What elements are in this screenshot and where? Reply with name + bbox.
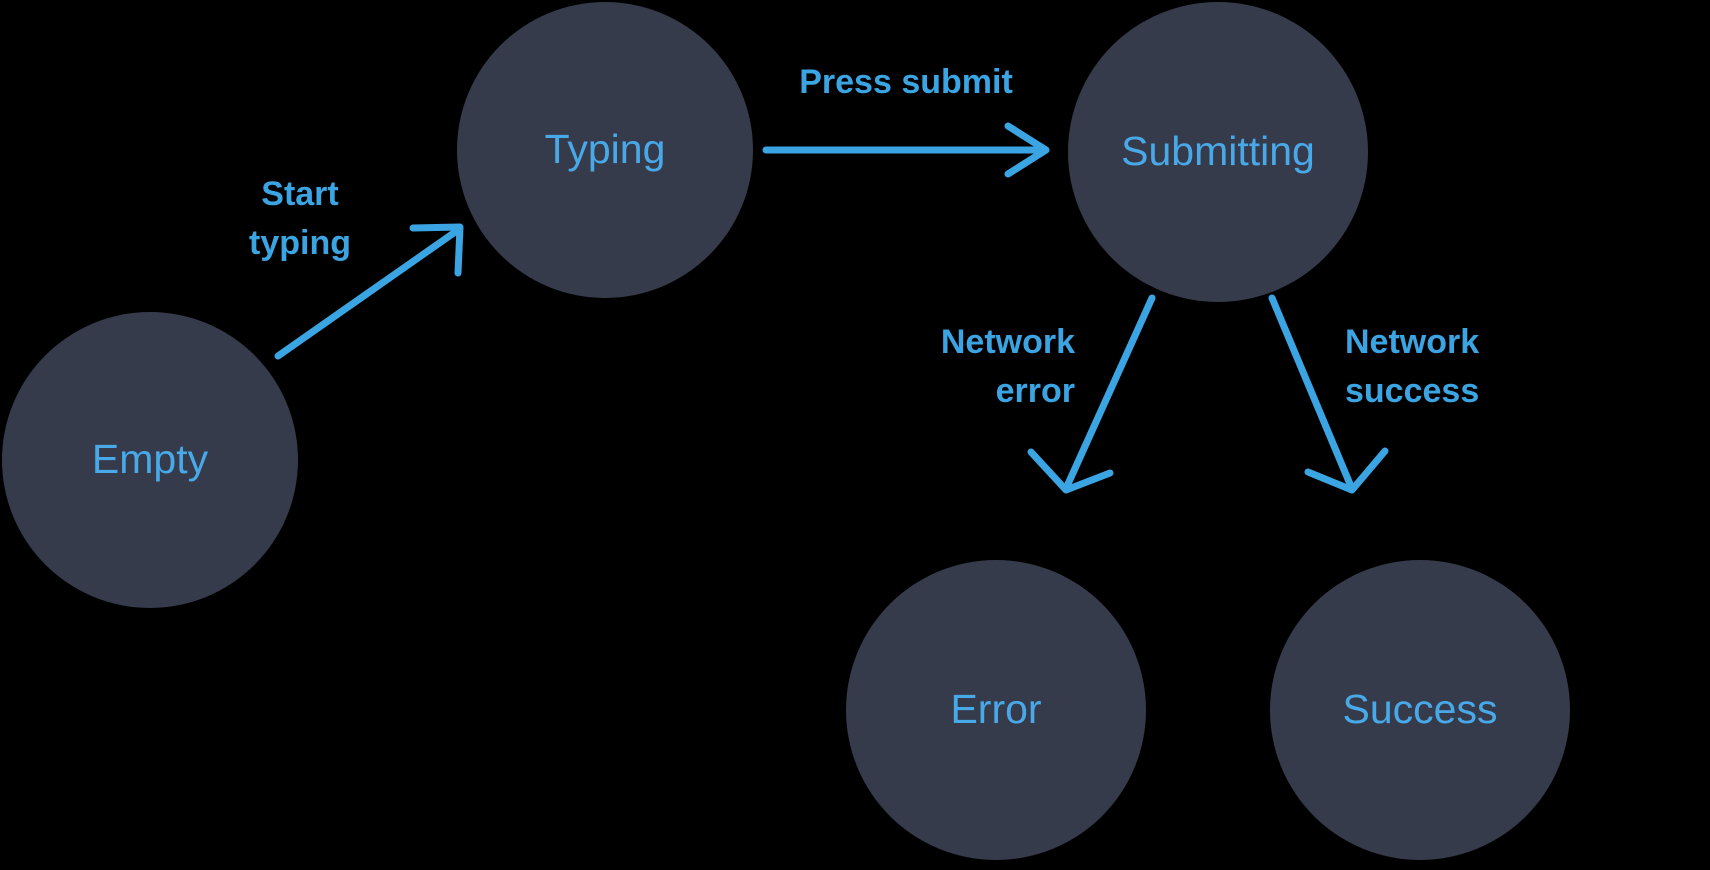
edge-line xyxy=(274,226,462,360)
edge-label-line: Start xyxy=(261,175,338,213)
arrowhead-icon xyxy=(1304,447,1389,494)
node-label-error: Error xyxy=(950,686,1041,732)
edge-line xyxy=(1268,294,1354,488)
node-circle-success[interactable] xyxy=(1270,560,1570,860)
node-label-success: Success xyxy=(1343,686,1498,732)
arrowhead-icon xyxy=(1027,448,1114,494)
node-success[interactable]: Success xyxy=(1270,560,1570,860)
edge-label-submitting-to-success: Network success xyxy=(1345,323,1479,410)
node-submitting[interactable]: Submitting xyxy=(1068,2,1368,302)
edge-label-empty-to-typing: Start typing xyxy=(249,175,351,262)
node-error[interactable]: Error xyxy=(846,560,1146,860)
node-typing[interactable]: Typing xyxy=(457,2,753,298)
edge-label-line: error xyxy=(996,372,1075,410)
edge-line xyxy=(1064,294,1156,488)
edge-label-submitting-to-error: Network error xyxy=(941,323,1075,410)
node-empty[interactable]: Empty xyxy=(2,312,298,608)
arrowhead-icon xyxy=(1004,122,1050,178)
arrowhead-icon xyxy=(409,223,464,277)
edge-empty-to-typing xyxy=(274,223,464,360)
node-label-typing: Typing xyxy=(545,126,666,172)
edge-submitting-to-error xyxy=(1027,294,1156,494)
edge-label-typing-to-submitting: Press submit xyxy=(799,63,1013,101)
edge-label-line: typing xyxy=(249,224,351,262)
node-label-submitting: Submitting xyxy=(1121,128,1315,174)
edge-typing-to-submitting xyxy=(762,122,1050,178)
edge-label-line: Press submit xyxy=(799,63,1013,101)
node-circle-submitting[interactable] xyxy=(1068,2,1368,302)
edges-layer xyxy=(274,122,1389,494)
edge-label-line: Network xyxy=(941,323,1075,361)
edge-label-line: Network xyxy=(1345,323,1479,361)
node-label-empty: Empty xyxy=(92,436,209,482)
node-circle-error[interactable] xyxy=(846,560,1146,860)
node-circle-empty[interactable] xyxy=(2,312,298,608)
edge-submitting-to-success xyxy=(1268,294,1389,494)
node-circle-typing[interactable] xyxy=(457,2,753,298)
edge-label-line: success xyxy=(1345,372,1479,410)
